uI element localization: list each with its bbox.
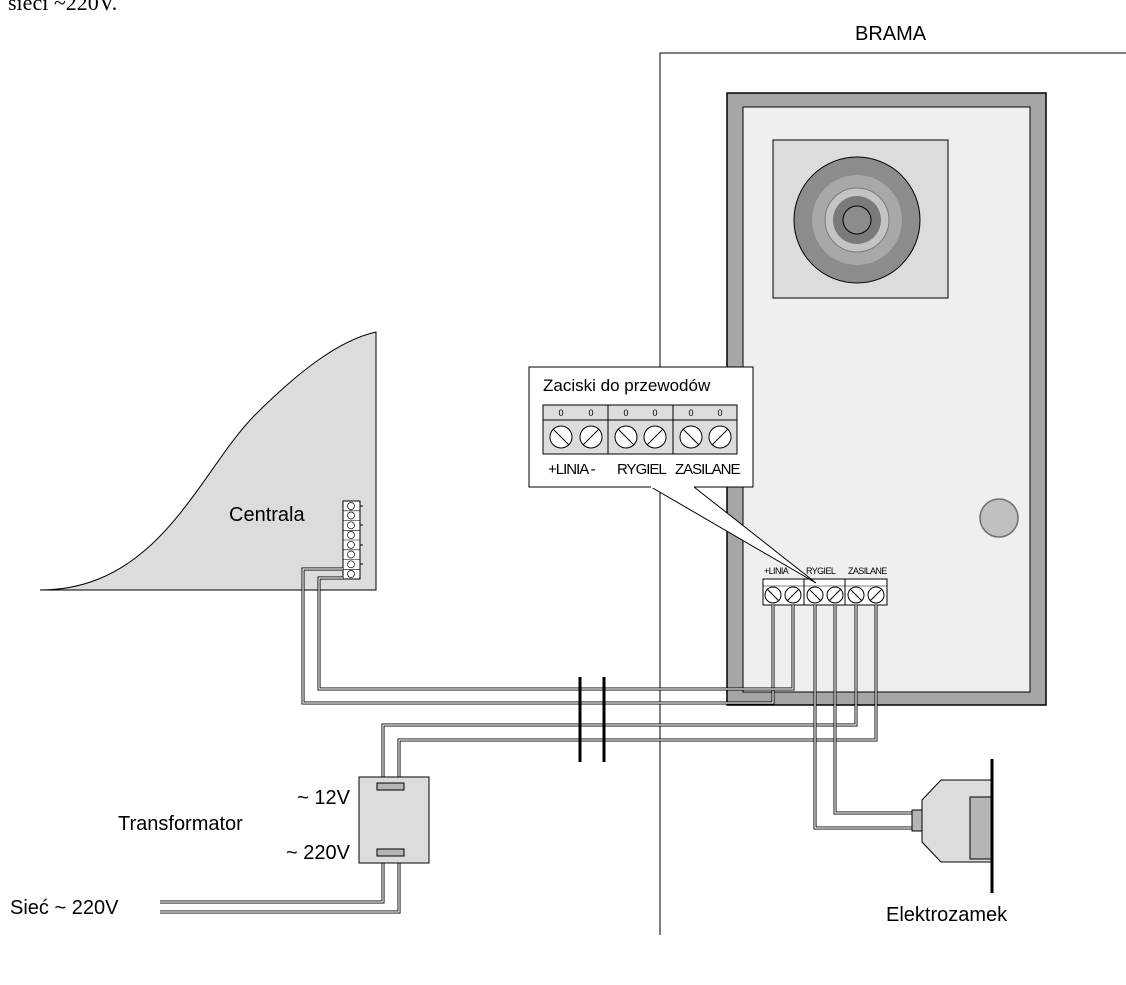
transformer-output-label: ~ 12V bbox=[297, 787, 350, 809]
pin-mark-6: 0 bbox=[717, 408, 722, 418]
central-unit: Centrala bbox=[39, 331, 377, 591]
pin-mark-4: 0 bbox=[652, 408, 657, 418]
panel-terminal-block: +LINIA RYGIEL ZASILANE bbox=[762, 566, 888, 606]
speaker-icon bbox=[772, 139, 949, 299]
callout-label-rygiel: RYGIEL bbox=[617, 461, 666, 478]
callout-label-linia: +LINIA - bbox=[548, 461, 596, 478]
gate-outline bbox=[659, 52, 1126, 935]
gate-label: BRAMA bbox=[855, 23, 927, 45]
controller-terminal-strip bbox=[342, 500, 363, 580]
transformer-label: Transformator bbox=[118, 813, 243, 835]
transformer-input-label: ~ 220V bbox=[286, 842, 351, 864]
controller-label: Centrala bbox=[229, 504, 305, 526]
mains-label: Sieć ~ 220V bbox=[10, 897, 119, 919]
transformer: ~ 12V ~ 220V Transformator bbox=[118, 776, 430, 864]
lock-label: Elektrozamek bbox=[886, 904, 1008, 926]
terminal-callout: Zaciski do przewodów 0 0 0 0 0 0 +LINIA … bbox=[528, 366, 754, 488]
electric-lock: Elektrozamek bbox=[886, 759, 1008, 926]
pin-mark-1: 0 bbox=[558, 408, 563, 418]
panel-label-linia: +LINIA bbox=[764, 566, 789, 576]
callout-label-zasilane: ZASILANE bbox=[675, 461, 741, 478]
call-button-icon[interactable] bbox=[979, 498, 1019, 538]
pin-mark-5: 0 bbox=[688, 408, 693, 418]
door-station-panel: +LINIA RYGIEL ZASILANE bbox=[726, 92, 1047, 706]
callout-title: Zaciski do przewodów bbox=[543, 376, 711, 395]
panel-label-zasilane: ZASILANE bbox=[848, 566, 887, 576]
top-text: sieci ~220V. bbox=[8, 0, 117, 15]
pin-mark-3: 0 bbox=[623, 408, 628, 418]
wiring bbox=[160, 567, 912, 914]
panel-label-rygiel: RYGIEL bbox=[806, 566, 836, 576]
pin-mark-2: 0 bbox=[588, 408, 593, 418]
